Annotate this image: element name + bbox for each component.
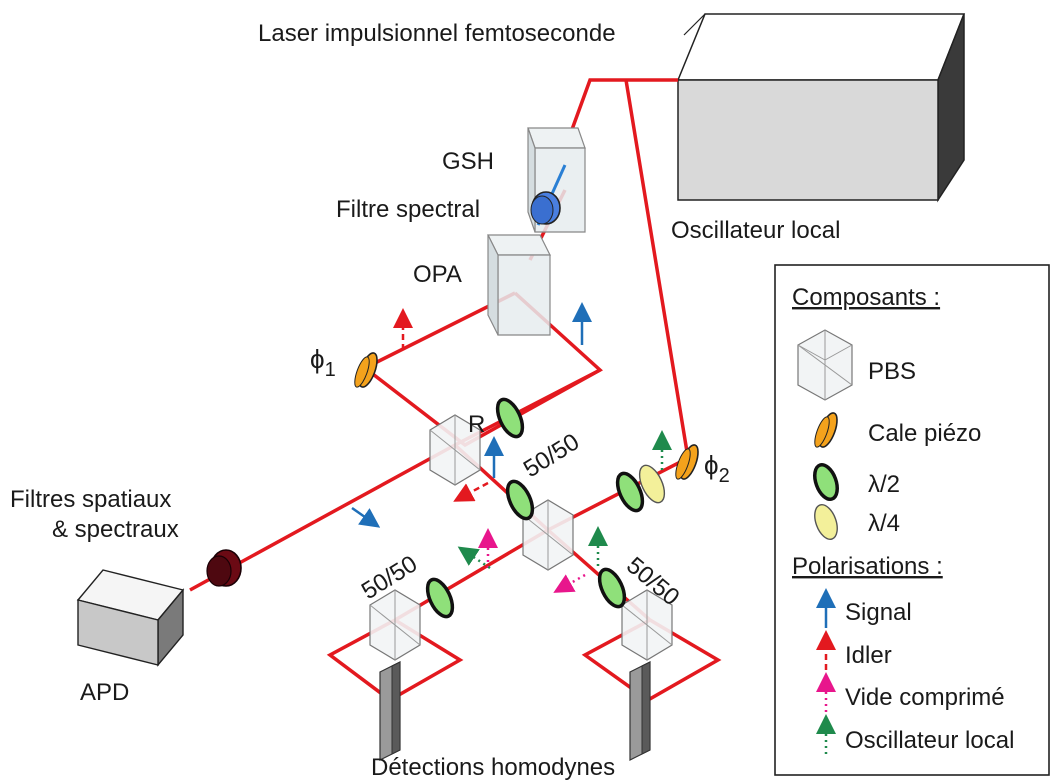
piezo-mirror-phi1 bbox=[354, 352, 378, 388]
bs-left-cube bbox=[369, 589, 421, 661]
half-wave-plate-r bbox=[495, 397, 525, 439]
opa-crystal bbox=[487, 234, 551, 336]
pbs-cube-r bbox=[429, 414, 481, 486]
detector-left bbox=[379, 661, 401, 761]
apd-label: APD bbox=[80, 679, 129, 706]
legend-signal-label: Signal bbox=[845, 599, 912, 626]
phi2-label: ϕ2 bbox=[704, 450, 730, 487]
legend-components-title: Composants : bbox=[792, 284, 940, 311]
legend-half-wave-label: λ/2 bbox=[868, 471, 900, 498]
detections-label: Détections homodynes bbox=[371, 754, 615, 781]
phi1-subscript: 1 bbox=[325, 359, 336, 381]
legend-vide-label: Vide comprimé bbox=[845, 684, 1005, 711]
polarisation-arrows bbox=[351, 302, 672, 593]
half-wave-plate-right bbox=[597, 567, 627, 609]
legend: Composants : PBS Cale piézo λ/2 λ/4 Pola… bbox=[774, 264, 1050, 776]
filtre-spectral-label: Filtre spectral bbox=[336, 196, 480, 223]
half-wave-plate-lo bbox=[615, 471, 645, 513]
gsh-label: GSH bbox=[442, 148, 494, 175]
phi2-symbol: ϕ bbox=[704, 450, 719, 480]
opa-label: OPA bbox=[413, 261, 462, 288]
legend-osc-label: Oscillateur local bbox=[845, 727, 1014, 754]
laser-label: Laser impulsionnel femtoseconde bbox=[258, 20, 616, 47]
legend-polarisations-title: Polarisations : bbox=[792, 553, 943, 580]
spatial-spectral-filter bbox=[206, 549, 242, 587]
legend-quarter-wave-label: λ/4 bbox=[868, 510, 900, 537]
phi1-label: ϕ1 bbox=[310, 344, 336, 381]
bs-center-cube bbox=[522, 499, 574, 571]
bs-center-label: 50/50 bbox=[519, 428, 584, 483]
bs-right-cube bbox=[621, 589, 673, 661]
quarter-wave-plate-lo bbox=[638, 464, 666, 504]
legend-quarter-wave-icon bbox=[814, 504, 838, 540]
piezo-mirror-phi2 bbox=[675, 444, 699, 480]
half-wave-plate-left bbox=[425, 577, 455, 619]
phi1-symbol: ϕ bbox=[310, 344, 325, 374]
spectral-filter bbox=[530, 191, 561, 225]
filtres-label-line2: & spectraux bbox=[52, 516, 179, 543]
phi2-subscript: 2 bbox=[719, 465, 730, 487]
oscillateur-local-label: Oscillateur local bbox=[671, 217, 840, 244]
laser-label-leader bbox=[683, 13, 706, 36]
detector-right bbox=[629, 661, 651, 761]
legend-half-wave-icon bbox=[813, 462, 839, 502]
legend-cale-label: Cale piézo bbox=[868, 420, 981, 447]
apd-box bbox=[76, 569, 185, 667]
half-wave-plate-center bbox=[505, 479, 535, 521]
legend-pbs-label: PBS bbox=[868, 358, 916, 385]
legend-piezo-icon bbox=[814, 412, 838, 448]
legend-idler-label: Idler bbox=[845, 642, 892, 669]
r-label: R bbox=[468, 411, 485, 438]
legend-pbs-icon bbox=[797, 329, 853, 401]
filtres-label-line1: Filtres spatiaux bbox=[10, 486, 171, 513]
laser-box bbox=[676, 13, 966, 203]
